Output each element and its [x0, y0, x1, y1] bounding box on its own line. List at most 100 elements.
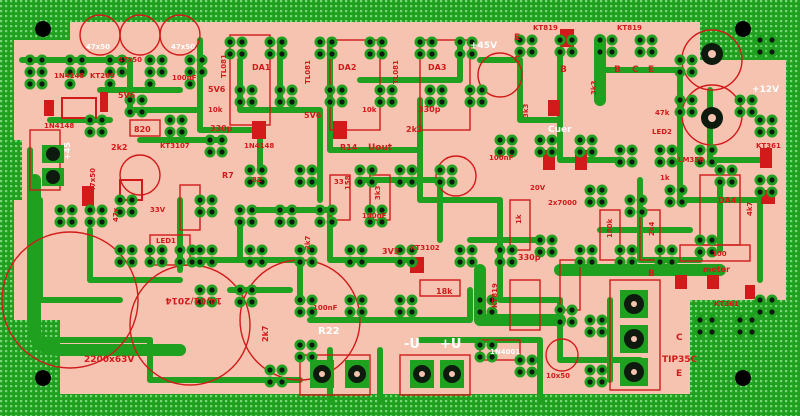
- pin-e1: E: [514, 33, 520, 43]
- pin-b1: B: [560, 65, 567, 75]
- pad-hole: [769, 177, 775, 183]
- label-kt819-c: KT819: [491, 283, 499, 308]
- pad-hole: [617, 259, 623, 265]
- label-1n4148-b: 1N4148: [44, 122, 74, 130]
- pad-hole: [497, 247, 503, 253]
- label-3v3: 3V3: [382, 247, 399, 256]
- pad-hole: [589, 149, 595, 155]
- pad-hole: [757, 309, 763, 315]
- pad-hole: [757, 189, 763, 195]
- pad-hole: [657, 147, 663, 153]
- pad-hole: [249, 219, 255, 225]
- pad-hole: [697, 147, 703, 153]
- label-da4: DA4: [718, 196, 737, 205]
- pad-hole: [389, 99, 395, 105]
- pad-hole: [517, 49, 523, 55]
- pad-hole: [197, 197, 203, 203]
- pad-hole: [159, 247, 165, 253]
- pad-hole: [409, 179, 415, 185]
- pad-hole: [297, 354, 303, 360]
- pad-hole: [757, 49, 763, 55]
- label-kt819-a: KT819: [533, 24, 558, 32]
- pad-hole: [297, 259, 303, 265]
- label-33v: 33V: [150, 206, 166, 214]
- pad-hole: [237, 99, 243, 105]
- pad-hole: [529, 369, 535, 375]
- pad-hole: [669, 247, 675, 253]
- label-330p-c: 330p: [518, 253, 541, 262]
- pad-hole: [279, 51, 285, 57]
- pad-hole: [457, 39, 463, 45]
- pad-hole: [749, 97, 755, 103]
- pad-hole: [267, 379, 273, 385]
- pad-hole: [439, 99, 445, 105]
- pad-hole: [577, 259, 583, 265]
- pad-hole: [289, 207, 295, 213]
- label-5v6-c: 5V6: [304, 111, 322, 120]
- label-meter: meter: [703, 265, 730, 274]
- label-10k-a: 10k: [208, 106, 223, 114]
- pad-hole: [409, 167, 415, 173]
- label-tip35c: TIP35C: [662, 355, 698, 365]
- label-47k: 47k: [655, 109, 670, 117]
- pad-hole: [167, 129, 173, 135]
- pad-hole: [129, 197, 135, 203]
- pad-hole: [439, 87, 445, 93]
- pad-hole: [309, 309, 315, 315]
- pad-hole: [209, 197, 215, 203]
- label-2200x63v: 2200x63V: [84, 355, 134, 365]
- pin-c1: C: [514, 55, 521, 65]
- pad-hole: [599, 187, 605, 193]
- pad-hole: [669, 159, 675, 165]
- pad-hole: [757, 37, 763, 43]
- label-c-47x50-a: 47x50: [86, 43, 110, 51]
- label-c-47x50-b: 47x50: [171, 43, 195, 51]
- pad-hole: [357, 167, 363, 173]
- pad-hole: [569, 307, 575, 313]
- pad-hole: [517, 369, 523, 375]
- pad-hole: [509, 149, 515, 155]
- pad-hole: [529, 49, 535, 55]
- pad-hole: [697, 317, 703, 323]
- pad-hole: [709, 329, 715, 335]
- pad-hole: [397, 297, 403, 303]
- pad-hole: [27, 57, 33, 63]
- pad-hole: [667, 187, 673, 193]
- label-plus12: +12V: [752, 85, 779, 95]
- label-100nf-d: 100nF: [313, 304, 338, 312]
- pad-hole: [309, 354, 315, 360]
- pad-hole: [389, 87, 395, 93]
- label-cuer: Cuer: [548, 125, 572, 135]
- pad-hole: [347, 259, 353, 265]
- pad-hole: [409, 309, 415, 315]
- pad-hole: [377, 99, 383, 105]
- pad-hole: [67, 57, 73, 63]
- pad-hole: [347, 247, 353, 253]
- silk-labels: 47x50 47x50 47x50 1N4148 KT209 1N4148 5V…: [44, 24, 781, 380]
- pad-hole: [247, 259, 253, 265]
- label-820: 820: [134, 125, 151, 134]
- pad-hole: [87, 219, 93, 225]
- pad-hole: [709, 237, 715, 243]
- pad-hole: [209, 209, 215, 215]
- pad-hole: [397, 179, 403, 185]
- pad-hole: [577, 137, 583, 143]
- pad-hole: [309, 247, 315, 253]
- pad-hole: [409, 297, 415, 303]
- pad-hole: [537, 249, 543, 255]
- label-2k7-a: 2k7: [304, 235, 312, 250]
- pad-hole: [237, 219, 243, 225]
- pad-hole: [479, 99, 485, 105]
- pad-hole: [749, 317, 755, 323]
- pad-hole: [187, 57, 193, 63]
- label-10k-b: 10k: [362, 106, 377, 114]
- pad-hole: [587, 367, 593, 373]
- label-2k2-a: 2k2: [111, 143, 127, 152]
- pad-hole: [749, 329, 755, 335]
- pad-hole: [67, 69, 73, 75]
- label-tl081-c: TL081: [392, 60, 400, 84]
- pad-hole: [199, 69, 205, 75]
- pad-hole: [679, 199, 685, 205]
- pad-hole: [39, 81, 45, 87]
